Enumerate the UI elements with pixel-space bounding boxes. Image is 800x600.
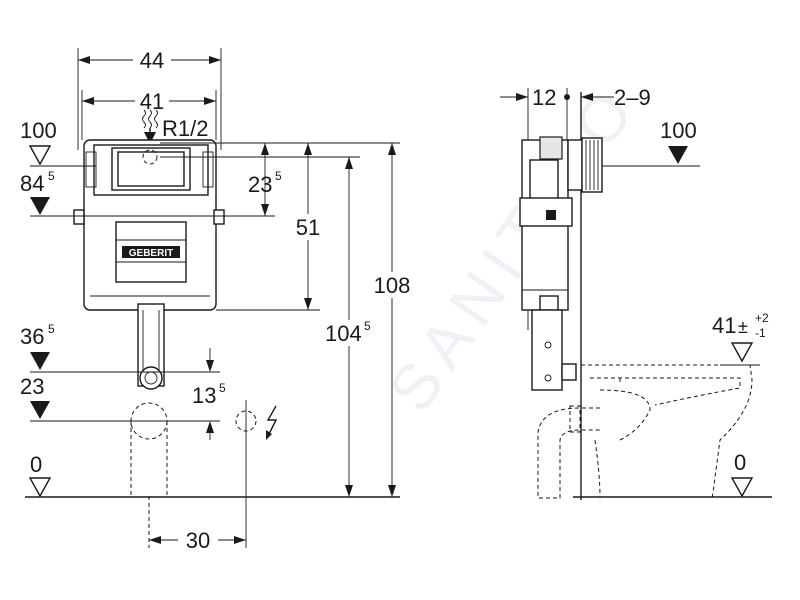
dim-51-label: 51 — [296, 215, 320, 240]
side-view: 12 2–9 100 — [500, 85, 772, 501]
dim-12-label: 12 — [532, 85, 556, 110]
dim-23-sup: 5 — [275, 169, 282, 183]
tol-minus: -1 — [755, 326, 766, 340]
dim-23-label: 23 — [248, 172, 272, 197]
level-36-sup: 5 — [48, 322, 55, 336]
dim-104-label: 104 — [325, 321, 362, 346]
level-84-sup: 5 — [48, 169, 55, 183]
level-100-label: 100 — [20, 118, 57, 143]
water-supply-icon — [142, 109, 158, 129]
level-36-label: 36 — [20, 324, 44, 349]
dim-2-9-label: 2–9 — [614, 85, 651, 110]
side-level-41-label: 41 — [712, 313, 736, 338]
dim-108-label: 108 — [374, 273, 411, 298]
side-level-0-label: 0 — [734, 450, 746, 475]
dim-13-label: 13 — [192, 383, 216, 408]
dim-13-sup: 5 — [219, 381, 226, 395]
side-level-100-label: 100 — [660, 118, 697, 143]
watermark: SANITINO — [374, 70, 652, 424]
level-84-label: 84 — [20, 171, 44, 196]
dim-41-label: 41 — [140, 89, 164, 114]
dim-104-sup: 5 — [364, 319, 371, 333]
tol-plus: +2 — [755, 311, 769, 325]
brand-logo: GEBERIT — [129, 248, 173, 259]
level-23-label: 23 — [20, 374, 44, 399]
dim-44-label: 44 — [140, 48, 164, 73]
level-0-label: 0 — [30, 452, 42, 477]
svg-text:±: ± — [738, 317, 748, 337]
electric-icon — [266, 405, 278, 440]
dim-30-label: 30 — [186, 528, 210, 553]
front-view: 44 41 R1/2 GEBERIT — [20, 46, 414, 554]
thread-label: R1/2 — [162, 116, 208, 141]
